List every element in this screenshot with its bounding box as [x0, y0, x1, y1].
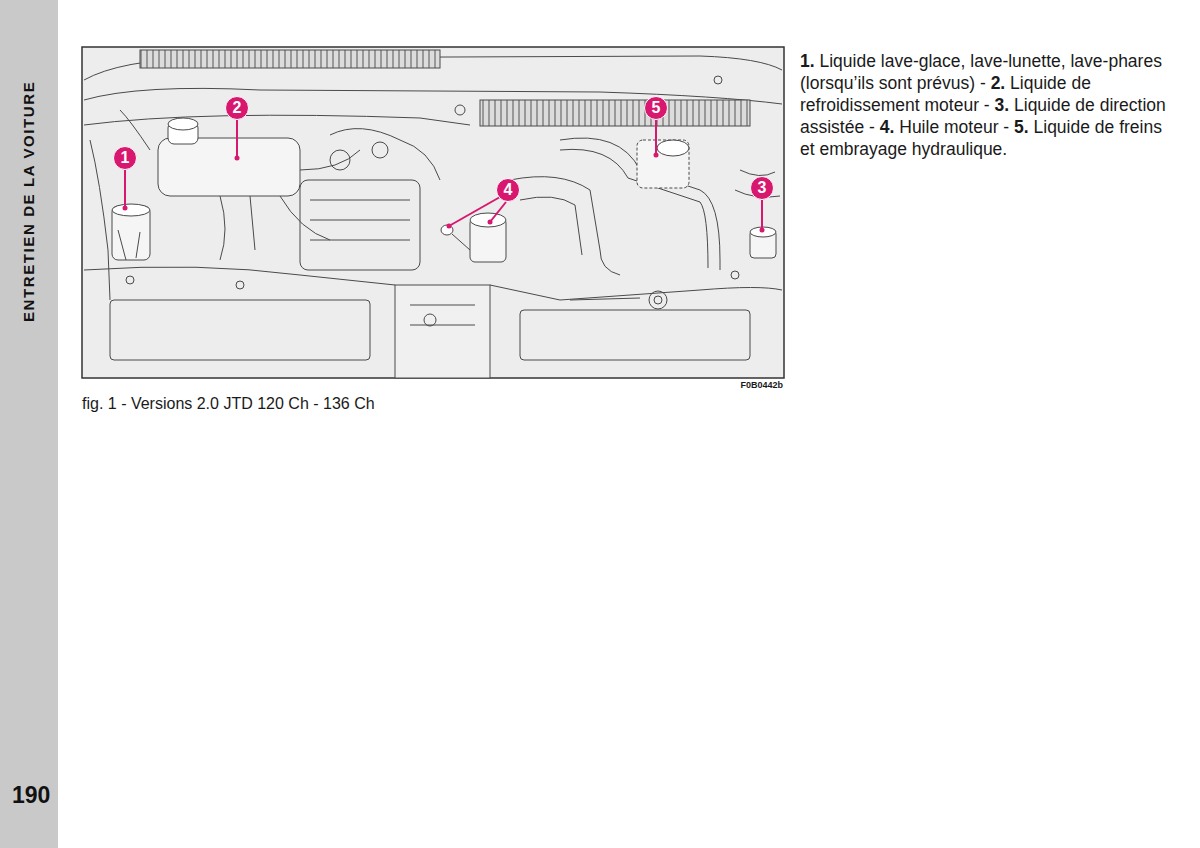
page-number: 190 — [12, 782, 50, 809]
callout-number: 5 — [652, 99, 661, 117]
callout-circle: 5 — [644, 96, 668, 120]
callout-circle: 3 — [750, 176, 774, 200]
callout-number: 2 — [233, 99, 242, 117]
running-header: ENTRETIEN DE LA VOITURE — [19, 81, 39, 322]
item-number: 1. — [800, 51, 815, 71]
item-number: 5. — [1014, 117, 1029, 137]
callout-number: 4 — [504, 181, 513, 199]
callout-number: 1 — [121, 149, 130, 167]
item-text: Liquide lave-glace, lave-lunette, lave-p… — [800, 51, 1162, 93]
item-number: 4. — [880, 117, 895, 137]
legend-paragraph: 1. Liquide lave-glace, lave-lunette, lav… — [800, 50, 1180, 160]
figure-code: F0B0442b — [740, 380, 783, 390]
callout-circle: 2 — [225, 96, 249, 120]
figure-caption: fig. 1 - Versions 2.0 JTD 120 Ch - 136 C… — [82, 395, 375, 413]
callout-number: 3 — [758, 179, 767, 197]
item-text: Huile moteur - — [899, 117, 1009, 137]
callout-circle: 4 — [496, 178, 520, 202]
item-number: 3. — [995, 95, 1010, 115]
callout-circle: 1 — [113, 146, 137, 170]
item-number: 2. — [991, 73, 1006, 93]
